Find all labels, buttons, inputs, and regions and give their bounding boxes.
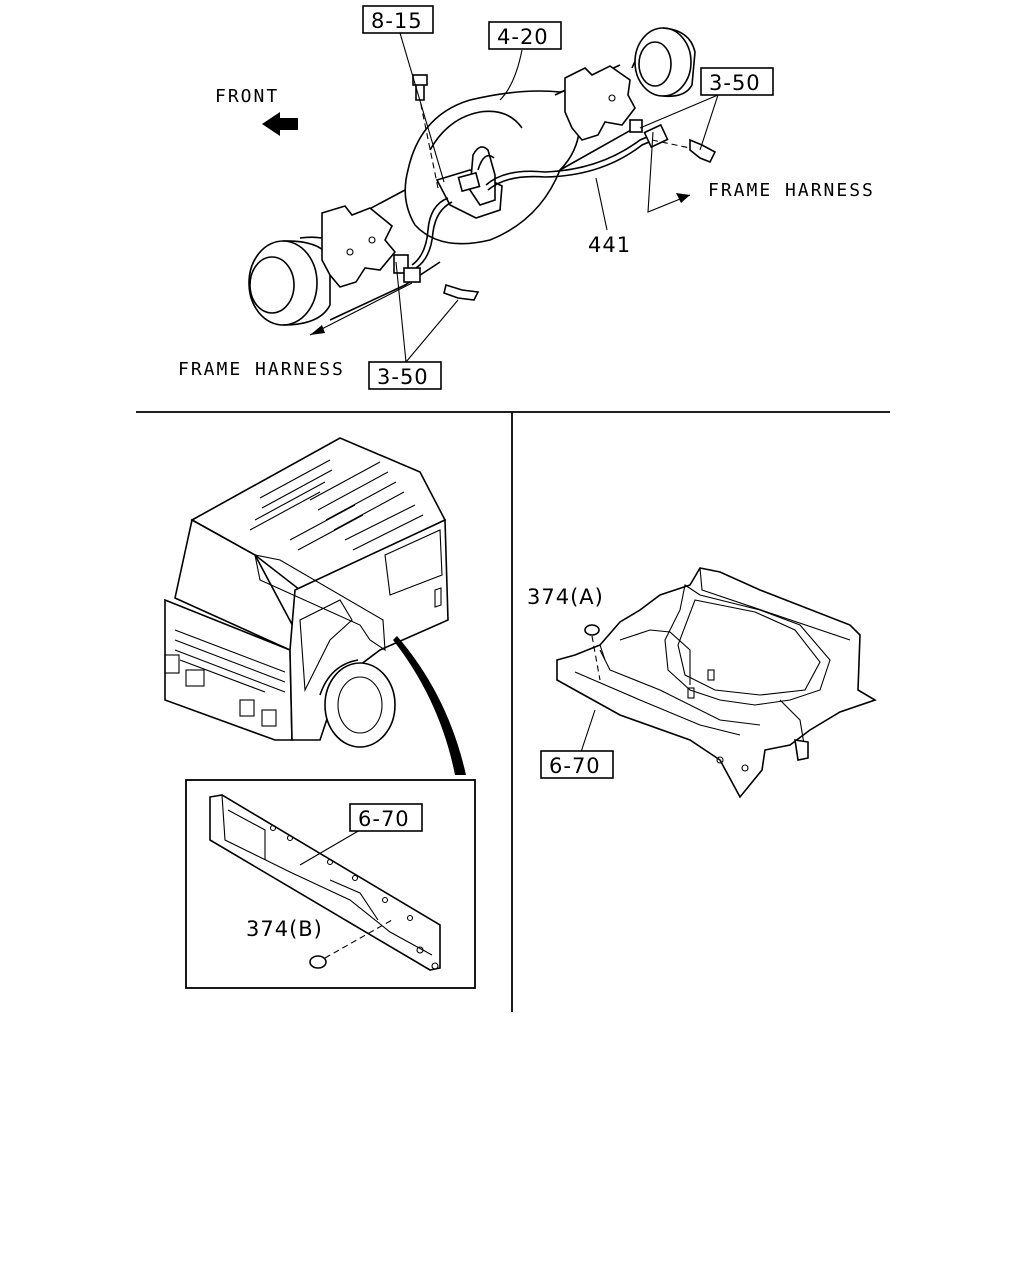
- left-brake-drum: [248, 236, 346, 326]
- cab-floor-panel: [556, 567, 877, 799]
- callout-8-15[interactable]: 8-15: [362, 5, 434, 34]
- frame-harness-right-arrow: [647, 131, 691, 213]
- part-374a-label[interactable]: 374(A): [527, 585, 604, 609]
- callout-right-6-70[interactable]: 6-70: [540, 750, 614, 779]
- part-374b-label[interactable]: 374(B): [246, 917, 323, 941]
- rear-axle-assembly: [248, 27, 717, 326]
- plug-374a: [584, 624, 600, 636]
- right-brake-drum: [631, 27, 696, 98]
- top-leader-lines: [395, 32, 719, 363]
- bolt-left: [443, 283, 480, 301]
- callout-3-50-right[interactable]: 3-50: [700, 67, 774, 96]
- svg-text:3-50: 3-50: [709, 71, 761, 95]
- svg-text:6-70: 6-70: [358, 807, 410, 831]
- front-label: FRONT: [215, 86, 279, 107]
- left-connector: [393, 254, 421, 283]
- inset-detail-box: [185, 779, 476, 989]
- truck-cab: [164, 437, 449, 748]
- callout-inset-6-70[interactable]: 6-70: [349, 803, 423, 832]
- harness-441-wire: [411, 134, 655, 269]
- frame-harness-left-label: FRAME HARNESS: [178, 359, 345, 380]
- floor-connector: [794, 739, 809, 761]
- cross-member-detail: [209, 794, 441, 971]
- right-connector: [629, 119, 669, 149]
- svg-text:8-15: 8-15: [371, 9, 423, 33]
- callout-3-50-bottom[interactable]: 3-50: [368, 361, 442, 390]
- svg-text:6-70: 6-70: [549, 754, 601, 778]
- svg-text:3-50: 3-50: [377, 365, 429, 389]
- bolt-8-15: [412, 74, 428, 101]
- zoom-pointer: [393, 636, 466, 775]
- plug-374b: [309, 955, 327, 969]
- part-441-label[interactable]: 441: [588, 233, 631, 257]
- sensor-bracket: [435, 146, 503, 219]
- svg-text:4-20: 4-20: [497, 25, 549, 49]
- frame-harness-right-label: FRAME HARNESS: [708, 180, 875, 201]
- frame-harness-left-arrow: [309, 282, 413, 336]
- front-arrow: FRONT: [215, 86, 298, 136]
- callout-4-20[interactable]: 4-20: [488, 21, 562, 50]
